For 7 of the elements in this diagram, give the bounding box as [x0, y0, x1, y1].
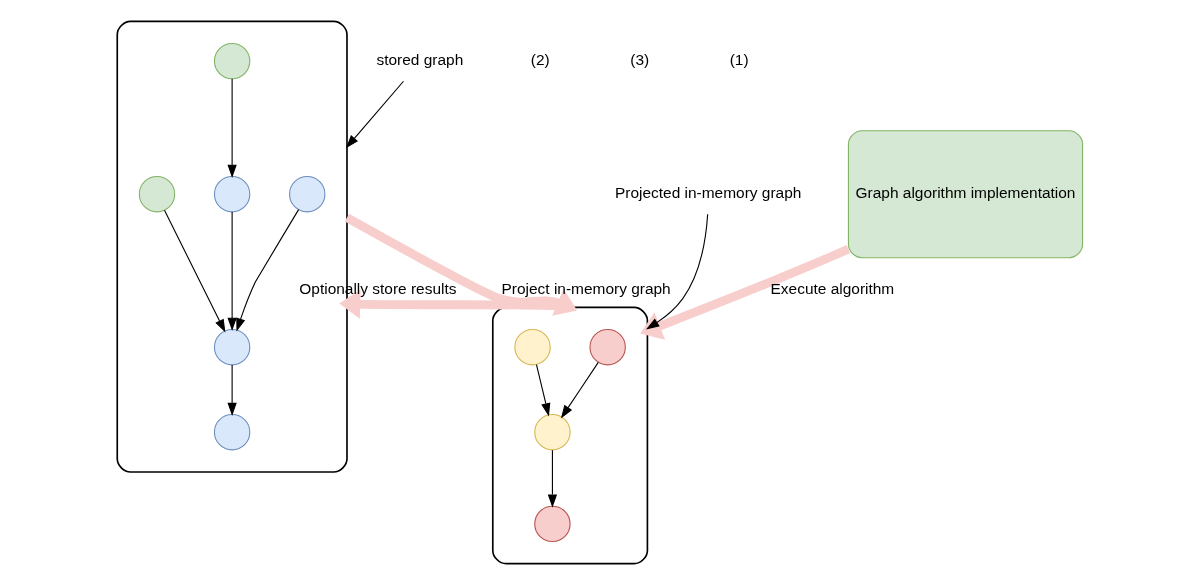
node-text: Projected in-memory graph: [614, 184, 801, 202]
edge-label: Project in-memory graph: [501, 280, 671, 298]
label: (2): [530, 51, 550, 69]
label: (1): [729, 51, 749, 69]
label: (3): [629, 51, 649, 69]
edge-label: Execute algorithm: [770, 280, 894, 298]
node-text: stored graph: [376, 51, 463, 69]
